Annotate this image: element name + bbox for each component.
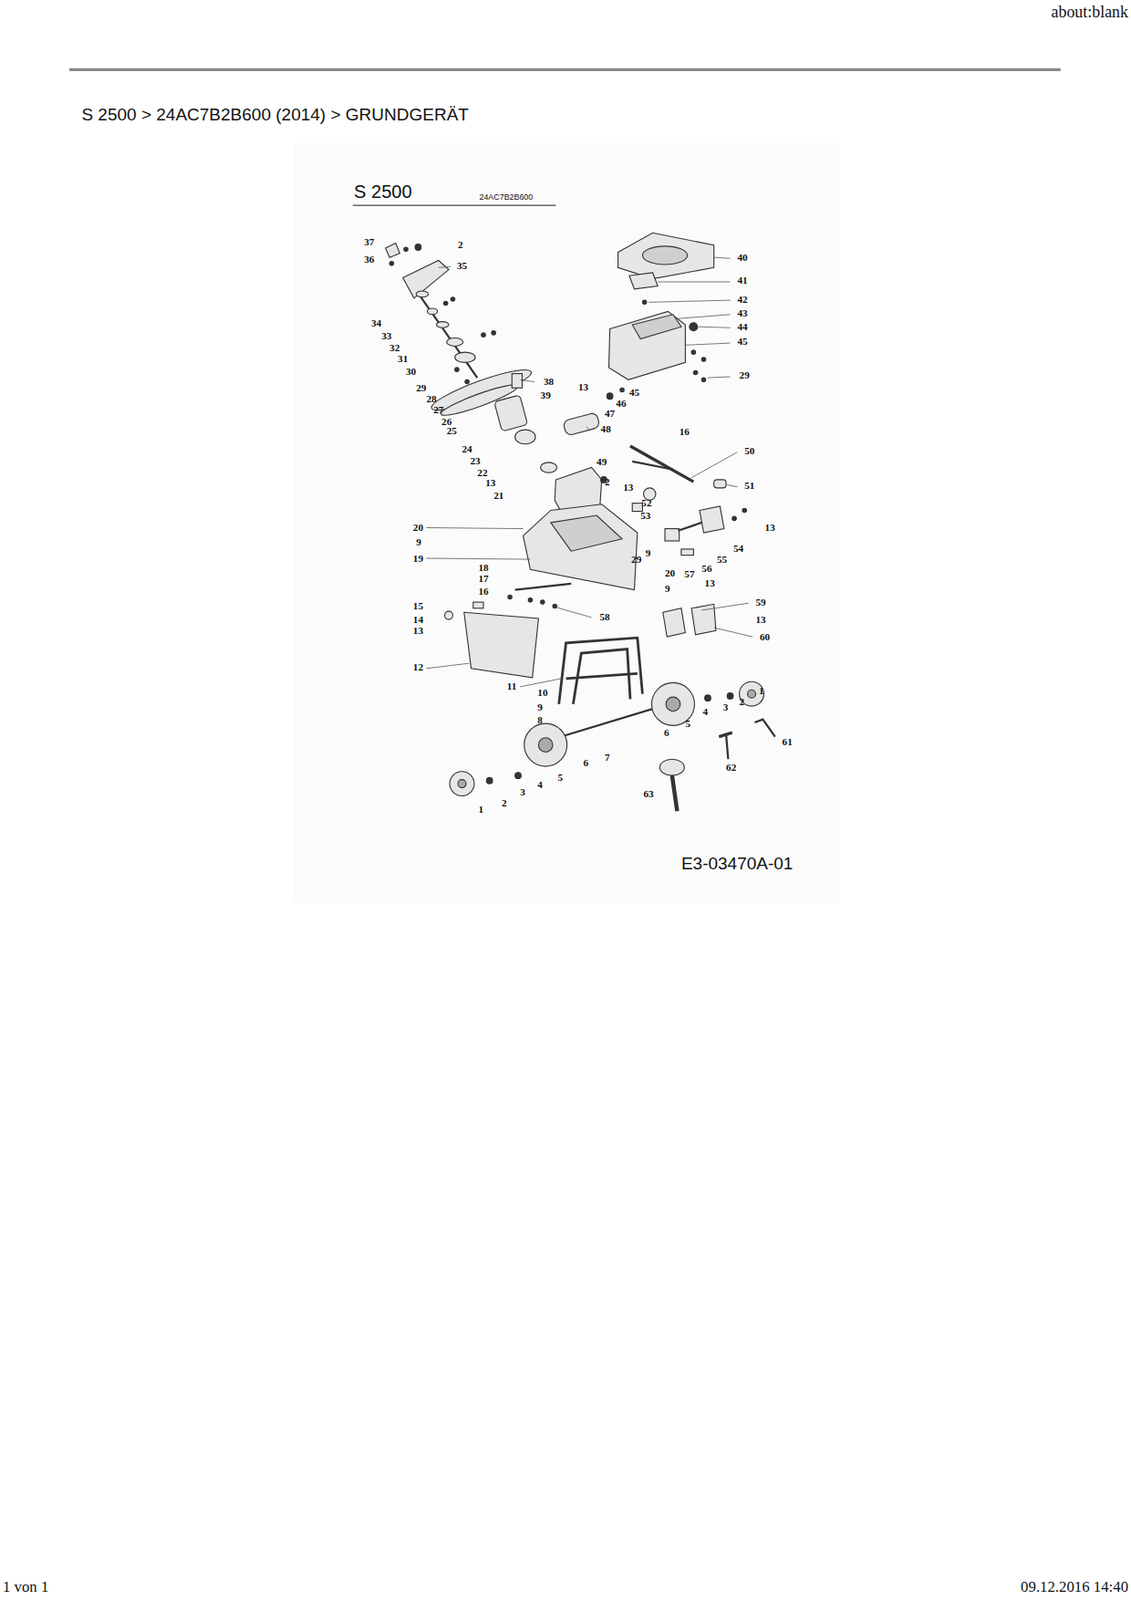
model-number: 24AC7B2B600 [479, 193, 534, 203]
callout-number: 27 [433, 404, 444, 416]
callout-number: 24 [462, 443, 473, 455]
callout-number: 2 [739, 695, 746, 707]
print-date: 09.12.2016 14:40 [1020, 1578, 1129, 1596]
callout-number: 31 [397, 352, 408, 364]
callout-number: 7 [604, 751, 611, 763]
callout-number: 57 [684, 568, 695, 580]
image-ground [293, 143, 840, 903]
callout-number: 48 [601, 423, 612, 435]
callout-number: 9 [645, 547, 652, 559]
drawing-number: E3-03470A-01 [681, 854, 794, 874]
callout-number: 23 [470, 455, 481, 467]
callout-number: 9 [537, 701, 543, 713]
callout-number: 13 [413, 624, 424, 636]
callout-number: 12 [413, 661, 424, 673]
callout-number: 34 [371, 317, 382, 329]
callout-number: 39 [540, 389, 551, 401]
callout-number: 1 [477, 803, 484, 815]
callout-number: 2 [501, 797, 508, 809]
callout-number: 56 [701, 562, 712, 574]
callout-number: 14 [413, 613, 424, 625]
callout-number: 13 [756, 613, 767, 625]
header-rule [69, 68, 1061, 72]
callout-number: 49 [596, 456, 607, 467]
callout-number: 43 [736, 307, 748, 319]
callout-number: 3 [519, 786, 526, 798]
callout-number: 6 [583, 757, 590, 768]
leader-lines [425, 257, 753, 687]
callout-number: 45 [736, 335, 748, 347]
callout-number: 2 [457, 238, 464, 250]
callout-number: 5 [558, 771, 564, 783]
callout-number: 20 [413, 521, 424, 533]
callout-number: 45 [629, 386, 640, 398]
callout-number: 41 [736, 274, 748, 286]
breadcrumb-title: S 2500 > 24AC7B2B600 (2014) > GRUNDGERÄT [81, 105, 469, 125]
callout-number: 46 [615, 397, 626, 409]
callout-number: 28 [425, 393, 436, 405]
callout-number: 38 [543, 375, 554, 387]
callout-number: 4 [537, 778, 543, 790]
callout-number: 19 [413, 552, 424, 564]
callout-number: 30 [405, 365, 416, 377]
callout-number: 42 [736, 293, 748, 305]
callout-number: 51 [744, 479, 755, 491]
callout-number: 47 [604, 407, 615, 419]
callout-number: 13 [578, 381, 589, 393]
callout-number: 62 [726, 761, 737, 773]
callout-number: 13 [765, 521, 776, 533]
callout-number: 60 [759, 631, 770, 643]
callout-number: 50 [744, 445, 755, 457]
callout-number: 15 [413, 600, 424, 612]
title-rule [352, 205, 557, 207]
callout-number: 9 [664, 582, 671, 594]
callout-number: 52 [641, 497, 652, 509]
callout-number: 63 [643, 788, 654, 799]
callout-number: 54 [733, 542, 744, 554]
callout-number: 1 [758, 684, 765, 696]
callout-number: 16 [477, 585, 488, 597]
callout-number: 37 [363, 236, 374, 248]
callout-number: 13 [485, 477, 496, 488]
callout-number: 22 [477, 466, 488, 478]
callout-number: 36 [363, 253, 374, 265]
callout-number: 13 [622, 481, 633, 493]
callout-number: 18 [477, 561, 488, 573]
callout-number: 59 [756, 596, 767, 608]
callout-number: 32 [389, 342, 400, 353]
callout-number: 58 [600, 611, 611, 623]
callout-number: 25 [446, 425, 457, 436]
page-count: 1 von 1 [2, 1578, 49, 1596]
callout-number: 13 [705, 577, 716, 589]
callout-number: 55 [716, 553, 727, 565]
callout-number: 2 [604, 476, 611, 488]
parts [385, 232, 776, 811]
callout-number: 20 [664, 567, 675, 579]
callout-number: 61 [782, 736, 793, 748]
callout-number: 53 [640, 509, 651, 521]
callout-number: 10 [537, 686, 548, 698]
callout-number: 35 [456, 259, 467, 271]
callout-number: 11 [507, 680, 518, 692]
callout-number: 3 [723, 701, 729, 713]
callout-number: 29 [631, 553, 642, 565]
callout-number: 16 [679, 425, 690, 437]
callout-number: 21 [493, 489, 504, 501]
callout-number: 6 [664, 726, 670, 738]
callout-number: 33 [381, 330, 392, 342]
callout-number: 40 [736, 251, 748, 263]
callout-number: 8 [537, 714, 543, 726]
model-name: S 2500 [353, 181, 413, 202]
page-url: about:blank [1051, 3, 1129, 22]
callout-number: 29 [739, 369, 750, 381]
callout-number: 9 [415, 536, 422, 548]
callout-number: 17 [477, 572, 488, 584]
callout-number: 5 [684, 717, 691, 729]
callout-number: 44 [736, 321, 748, 333]
callout-number: 4 [702, 705, 708, 717]
callout-number: 29 [415, 382, 426, 394]
